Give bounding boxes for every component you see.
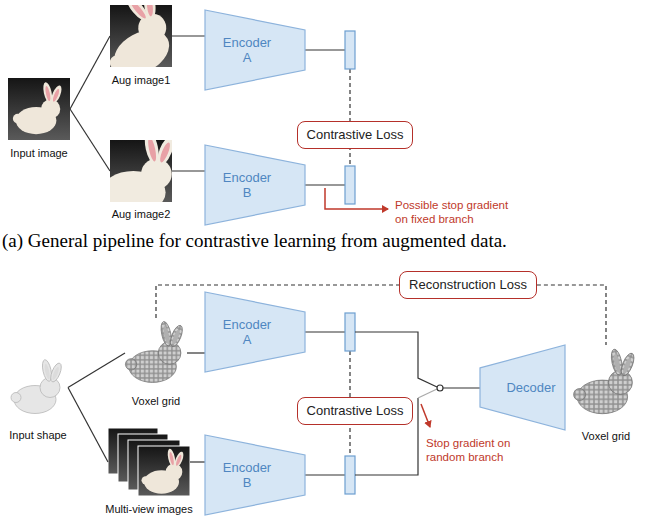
image-panel: Aug image2 <box>110 140 172 202</box>
loss-box: Contrastive Loss <box>297 397 414 425</box>
trapezoid-shape <box>480 345 565 430</box>
image-panel: Voxel grid <box>125 318 187 388</box>
image-panel: Voxel grid <box>572 345 640 420</box>
network-label: Encoder A <box>218 35 276 65</box>
trapezoid-shape <box>205 435 305 515</box>
stop-gradient-arrow <box>325 188 388 209</box>
network-label: Decoder <box>506 380 555 395</box>
image-caption: Input image <box>10 147 67 160</box>
connector-line <box>172 35 205 36</box>
image-caption: Voxel grid <box>582 430 630 443</box>
bunny-photo <box>110 5 172 67</box>
connector-line <box>68 353 125 388</box>
connector-line <box>187 352 205 353</box>
image-caption: Aug image1 <box>112 74 171 87</box>
feature-line <box>305 50 345 185</box>
trapezoid-shape <box>205 10 305 90</box>
switch-wire <box>443 387 480 388</box>
network-label: Encoder B <box>218 170 276 200</box>
augmented-photo <box>110 140 172 202</box>
feature-vector <box>345 456 355 494</box>
bunny-photo <box>13 81 64 134</box>
multi-view-stack <box>108 428 190 496</box>
network-label: Encoder B <box>218 460 276 490</box>
photo-background <box>8 78 70 140</box>
voxel-bunny <box>574 348 637 414</box>
figure-caption: (a) General pipeline for contrastive lea… <box>2 229 507 252</box>
bunny-photo <box>142 448 186 493</box>
feature-vector <box>345 313 355 351</box>
image-panel: Multi-view images <box>108 428 190 496</box>
encoder-trapezoid: Encoder B <box>205 435 305 515</box>
feature-vector <box>345 166 355 204</box>
voxel-bunny <box>125 321 184 383</box>
loss-box: Reconstruction Loss <box>399 271 537 299</box>
mesh-bunny <box>11 359 63 414</box>
annotation-note: Possible stop gradient on fixed branch <box>395 198 517 226</box>
connector-line <box>70 109 110 171</box>
annotation-note: Stop gradient on random branch <box>426 436 526 464</box>
loss-label: Contrastive Loss <box>307 403 404 419</box>
augmented-photo <box>110 5 172 67</box>
switch-wire <box>355 332 437 387</box>
image-caption: Input shape <box>9 429 67 442</box>
image-caption: Aug image2 <box>112 208 171 221</box>
connector-line <box>537 285 606 345</box>
contrastive-dashed-line <box>349 69 350 166</box>
loss-box: Contrastive Loss <box>297 121 414 149</box>
trapezoid-shape <box>205 292 305 372</box>
image-caption: Multi-view images <box>105 503 192 516</box>
image-panel: Input image <box>8 78 70 140</box>
switch-pivot <box>437 385 443 391</box>
connector-line <box>190 461 205 462</box>
image-caption: Voxel grid <box>132 395 180 408</box>
feature-vector <box>345 31 355 69</box>
connector-line <box>70 36 110 109</box>
stop-gradient-arrow <box>421 404 430 427</box>
view-frame <box>138 446 190 496</box>
loss-label: Contrastive Loss <box>307 127 404 143</box>
bunny-photo <box>110 140 172 202</box>
encoder-trapezoid: Encoder B <box>205 145 305 225</box>
switch-arm <box>418 389 437 398</box>
image-panel: Aug image1 <box>110 5 172 67</box>
view-frame <box>138 446 190 496</box>
encoder-trapezoid: Encoder A <box>205 10 305 90</box>
encoder-trapezoid: Encoder A <box>205 292 305 372</box>
connector-line <box>172 170 205 171</box>
connector-line <box>68 388 108 463</box>
decoder-trapezoid: Decoder <box>480 345 565 430</box>
loss-label: Reconstruction Loss <box>409 277 527 293</box>
network-label: Encoder A <box>218 317 276 347</box>
image-panel: Input shape <box>8 355 68 420</box>
trapezoid-shape <box>205 145 305 225</box>
